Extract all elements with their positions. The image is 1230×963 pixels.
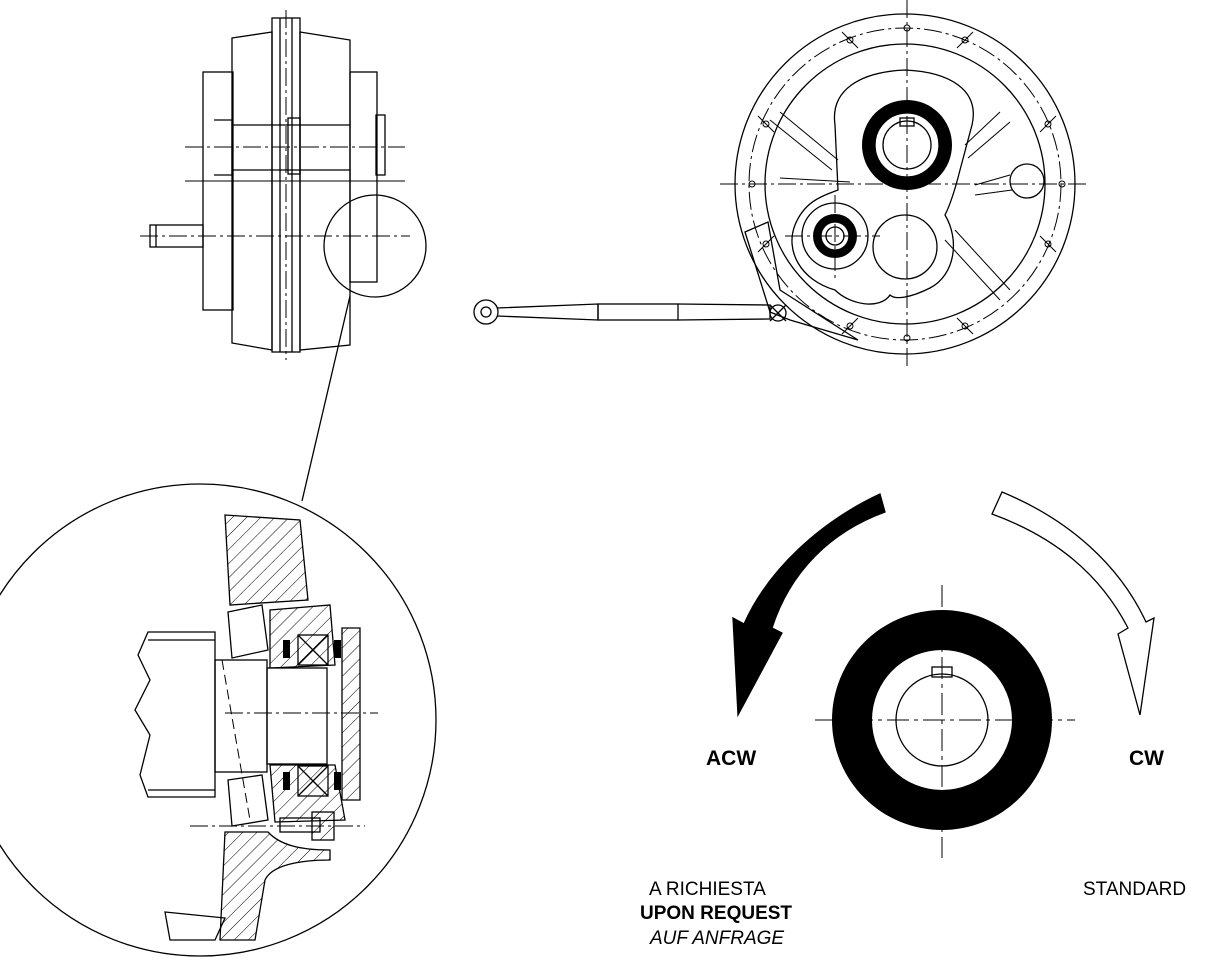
bearing-detail-view (0, 483, 437, 957)
note-a-richiesta: A RICHIESTA (649, 879, 766, 900)
gearbox-front-view (720, 0, 1090, 370)
acw-arrow (732, 493, 886, 718)
torque-rod (473, 299, 771, 325)
cw-label: CW (1129, 747, 1164, 770)
note-standard: STANDARD (1083, 879, 1187, 900)
note-auf-anfrage: AUF ANFRAGE (650, 928, 785, 949)
detail-marker-circle (323, 194, 427, 298)
rotation-direction-symbol (732, 491, 1155, 858)
gearbox-side-view (140, 10, 427, 502)
acw-label: ACW (706, 747, 757, 770)
bolt-holes (748, 24, 1066, 342)
note-upon-request: UPON REQUEST (640, 903, 793, 924)
cw-arrow (991, 491, 1155, 716)
